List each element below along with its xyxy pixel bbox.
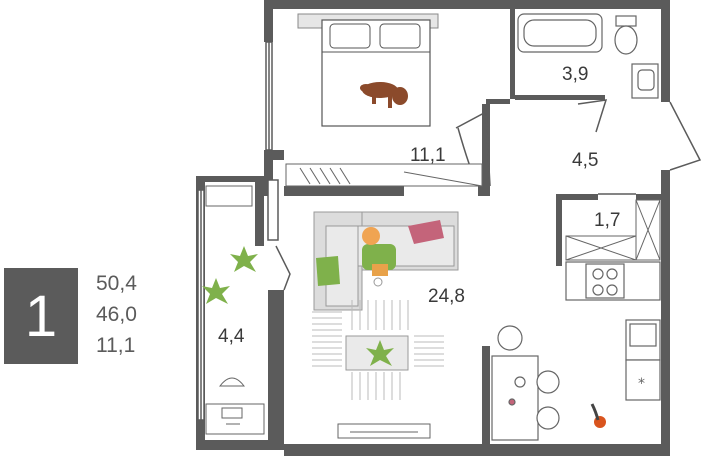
bathroom: 3,9 [517,13,659,99]
room-area-bathroom: 3,9 [562,64,588,85]
wardrobe [285,163,483,187]
room-area-bedroom: 11,1 [410,145,446,166]
chair-icon [536,406,560,430]
room-area-wc: 1,7 [594,210,620,231]
balcony: 4,4 [202,185,265,435]
room-area-hall: 4,5 [572,150,598,171]
kitchen: * [565,261,661,401]
room-area-living: 24,8 [428,286,465,307]
dining [491,325,560,441]
chair-icon [497,325,523,351]
toilet-icon [614,15,638,55]
plant-icon [202,246,258,304]
plant-icon [366,340,394,366]
windows [197,41,279,421]
living-area-total: 46,0 [96,303,137,326]
area-summary: 50,4 46,0 11,1 [96,268,176,361]
stove-icon [585,263,625,299]
wc: 1,7 [564,199,661,261]
bed-icon [297,13,439,127]
hall: 4,5 [572,150,598,171]
bathtub-icon [517,13,603,53]
desk-icon [205,403,265,435]
living-area: 11,1 [96,334,136,357]
chair-icon [536,370,560,394]
cat-icon [590,403,606,428]
svg-text:*: * [638,376,645,392]
rooms-count-badge: 1 [4,268,78,364]
total-area: 50,4 [96,272,137,295]
rug [312,300,444,400]
tv-stand [337,423,431,439]
living-room: 24,8 [312,211,465,439]
bedroom: 11,1 [285,13,483,187]
rooms-count: 1 [24,283,58,349]
dog-icon [360,82,408,108]
sink-icon [631,63,659,99]
chair-icon [218,377,246,387]
room-area-balcony: 4,4 [218,326,245,347]
person-icon [362,227,396,287]
shower-icon [565,199,661,261]
pillow-icon [316,220,444,286]
